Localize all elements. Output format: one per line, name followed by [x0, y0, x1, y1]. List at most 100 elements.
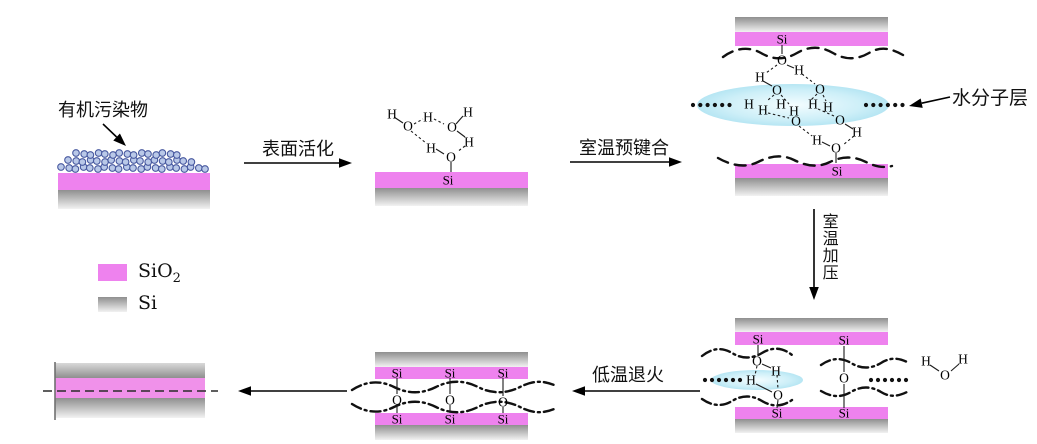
continuation-dot	[878, 102, 883, 108]
hydrogen-bond	[765, 64, 778, 74]
continuation-dot	[896, 377, 902, 383]
covalent-bond	[435, 148, 445, 155]
wavy-interface-line	[350, 400, 556, 414]
continuation-dot	[720, 102, 725, 108]
covalent-bond	[929, 364, 940, 372]
contaminant-particle	[72, 149, 80, 157]
hydrogen-bond	[822, 94, 827, 102]
wavy-interface-line	[819, 386, 909, 398]
hydrogen-bond	[842, 135, 855, 146]
si-substrate-p3-top	[735, 17, 888, 32]
contaminant-particle	[164, 158, 173, 166]
contaminant-particle	[166, 150, 175, 158]
continuation-dot	[871, 102, 876, 108]
contaminant-particle	[72, 157, 81, 165]
step-label-pre-bonding: 室温预键合	[579, 138, 669, 159]
water-molecule-layer-ellipse	[711, 370, 803, 390]
contaminant-particle	[136, 157, 144, 165]
atom-o: O	[392, 393, 402, 408]
covalent-bond	[786, 64, 795, 69]
contaminant-particle	[109, 151, 117, 159]
continuation-dot	[698, 102, 703, 108]
sio2-layer-p1	[58, 173, 210, 190]
process-arrow-head	[238, 386, 251, 396]
sio2-layer-p3-bottom	[735, 164, 888, 178]
atom-o: O	[777, 53, 787, 68]
contaminant-particle	[114, 165, 123, 173]
contaminant-particle	[79, 163, 88, 171]
continuation-dot	[903, 377, 909, 383]
continuation-dot	[716, 377, 722, 383]
atom-o: O	[791, 114, 801, 129]
contaminant-particle	[121, 158, 130, 166]
contaminant-particle	[108, 164, 117, 172]
contaminant-particle	[194, 164, 203, 172]
continuation-dot	[702, 377, 708, 383]
si-substrate-p6-bottom	[55, 398, 205, 418]
legend-label-si: Si	[138, 292, 158, 314]
atom-h: H	[758, 103, 768, 118]
covalent-bond	[755, 383, 773, 393]
contaminant-particle	[129, 151, 138, 159]
wavy-interface-line	[700, 347, 794, 359]
hydrogen-bond	[410, 130, 427, 144]
hydrogen-bond	[798, 125, 813, 137]
covalent-bond	[762, 80, 773, 87]
contaminant-particle	[201, 165, 209, 173]
process-arrow-shaft	[921, 96, 951, 104]
atom-o: O	[831, 141, 841, 156]
hydrogen-bond	[776, 374, 779, 390]
atom-h: H	[789, 104, 799, 119]
contaminant-particle	[158, 149, 167, 157]
contaminant-particle	[172, 164, 181, 172]
atom-o: O	[772, 83, 782, 98]
continuation-dot	[723, 377, 729, 383]
continuation-dot	[900, 102, 905, 108]
process-arrow-head	[572, 386, 585, 396]
continuation-dot	[889, 377, 895, 383]
contaminant-particle	[78, 158, 87, 166]
hydrogen-bond	[767, 112, 790, 119]
si-substrate-p4-bottom	[735, 419, 888, 433]
contaminant-particle	[115, 157, 124, 165]
contaminant-particle	[115, 149, 124, 157]
contaminant-particle	[101, 158, 109, 166]
atom-h: H	[921, 354, 931, 369]
si-substrate-p3-bottom	[735, 178, 888, 196]
si-substrate-p6-top	[55, 363, 205, 378]
contaminant-particle	[57, 163, 65, 171]
continuation-dot	[868, 377, 874, 383]
sio2-layer-p5-top	[375, 367, 528, 379]
atom-h: H	[746, 373, 756, 388]
continuation-dot	[690, 102, 696, 108]
legend-item-si: Si	[98, 292, 157, 318]
contaminant-particle	[122, 163, 131, 171]
wavy-interface-line	[819, 357, 909, 369]
atom-h: H	[823, 100, 833, 115]
contaminant-particle	[172, 151, 181, 159]
atom-h: H	[776, 97, 786, 112]
legend-swatch-si	[98, 297, 127, 313]
atom-h: H	[808, 97, 818, 112]
contaminant-particle	[100, 163, 109, 171]
atom-o: O	[815, 82, 825, 97]
legend-swatch-sio2	[98, 264, 127, 282]
contaminant-particle	[65, 164, 74, 172]
contaminant-particle	[144, 150, 152, 158]
contaminant-particle	[143, 163, 152, 171]
contaminant-particle	[100, 150, 109, 158]
continuation-dot	[737, 377, 743, 383]
contaminant-particle	[137, 165, 146, 173]
atom-o: O	[446, 150, 456, 165]
contaminant-particle	[151, 164, 160, 172]
contaminant-particle	[86, 156, 95, 164]
sio2-layer-p5-bottom	[375, 413, 528, 425]
continuation-dot	[863, 102, 869, 108]
hydrogen-bond	[433, 118, 445, 125]
atom-o: O	[498, 395, 508, 410]
contaminant-particle	[187, 158, 196, 166]
contaminant-particle	[85, 164, 94, 172]
atom-h: H	[755, 70, 765, 85]
atom-o: O	[752, 354, 762, 369]
